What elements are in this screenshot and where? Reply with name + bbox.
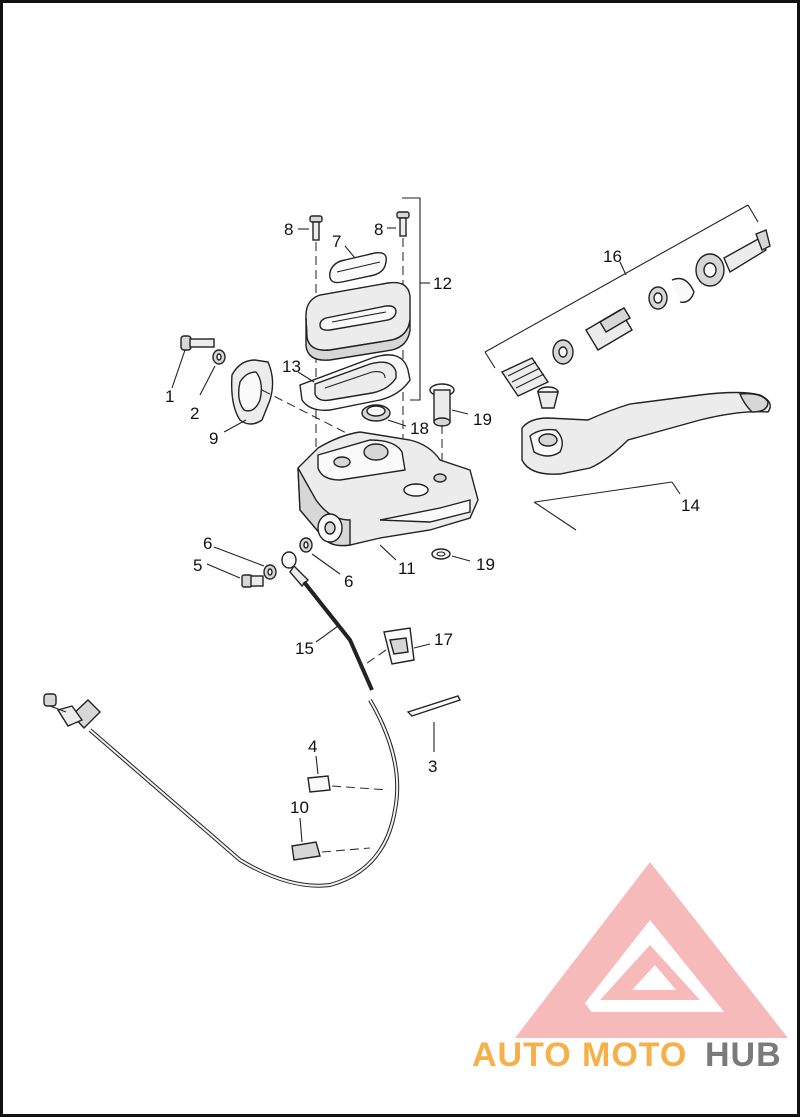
watermark-text-hub: HUB <box>705 1036 782 1074</box>
watermark-logo <box>515 862 788 1038</box>
bracket-16 <box>484 204 749 353</box>
callout-9: 9 <box>209 429 218 448</box>
cotter-pin-3 <box>406 695 461 717</box>
callout-8-right: 8 <box>374 220 383 239</box>
callout-12: 12 <box>433 274 452 293</box>
clutch-cable-15 <box>43 551 400 888</box>
banjo-bolt-5 <box>241 574 264 588</box>
cable-clip-4 <box>307 775 331 793</box>
callout-7: 7 <box>332 232 341 251</box>
callout-19-ring: 19 <box>476 555 495 574</box>
bracket-14 <box>534 481 673 503</box>
watermark-text-moto: MOTO <box>582 1036 687 1074</box>
callout-4: 4 <box>308 737 317 756</box>
bracket-12 <box>402 197 421 401</box>
clutch-lever-14 <box>521 391 771 475</box>
callout-16: 16 <box>603 247 622 266</box>
master-cylinder-body-11 <box>297 431 479 547</box>
callout-14: 14 <box>681 496 700 515</box>
callout-6-left: 6 <box>203 534 212 553</box>
callout-10: 10 <box>290 798 309 817</box>
callout-13: 13 <box>282 357 301 376</box>
callout-8-left: 8 <box>284 220 293 239</box>
bushing-14 <box>537 386 559 409</box>
callout-2: 2 <box>190 404 199 423</box>
piston-assembly-16 <box>500 229 771 397</box>
clamp-9 <box>230 359 274 425</box>
screw-8-right <box>396 211 410 237</box>
cable-clip-10 <box>291 841 321 861</box>
callout-11: 11 <box>398 559 416 578</box>
callout-19-pin: 19 <box>473 410 492 429</box>
callout-6-right: 6 <box>344 572 353 591</box>
callout-18: 18 <box>410 419 429 438</box>
retaining-ring-19 <box>431 548 451 560</box>
label-7 <box>329 252 387 284</box>
screw-1 <box>180 335 215 351</box>
pivot-pin-19 <box>429 383 455 427</box>
callout-15: 15 <box>295 639 314 658</box>
callout-5: 5 <box>193 556 202 575</box>
reservoir-cover <box>305 281 411 361</box>
washer-2 <box>212 349 226 365</box>
gasket-13 <box>299 354 411 411</box>
diaphragm-18 <box>361 404 391 422</box>
screw-8-left <box>309 215 323 241</box>
callout-3: 3 <box>428 757 437 776</box>
watermark-text-auto: AUTO <box>472 1036 572 1074</box>
clip-17 <box>383 627 415 665</box>
callout-17: 17 <box>434 630 453 649</box>
callout-1: 1 <box>165 387 174 406</box>
